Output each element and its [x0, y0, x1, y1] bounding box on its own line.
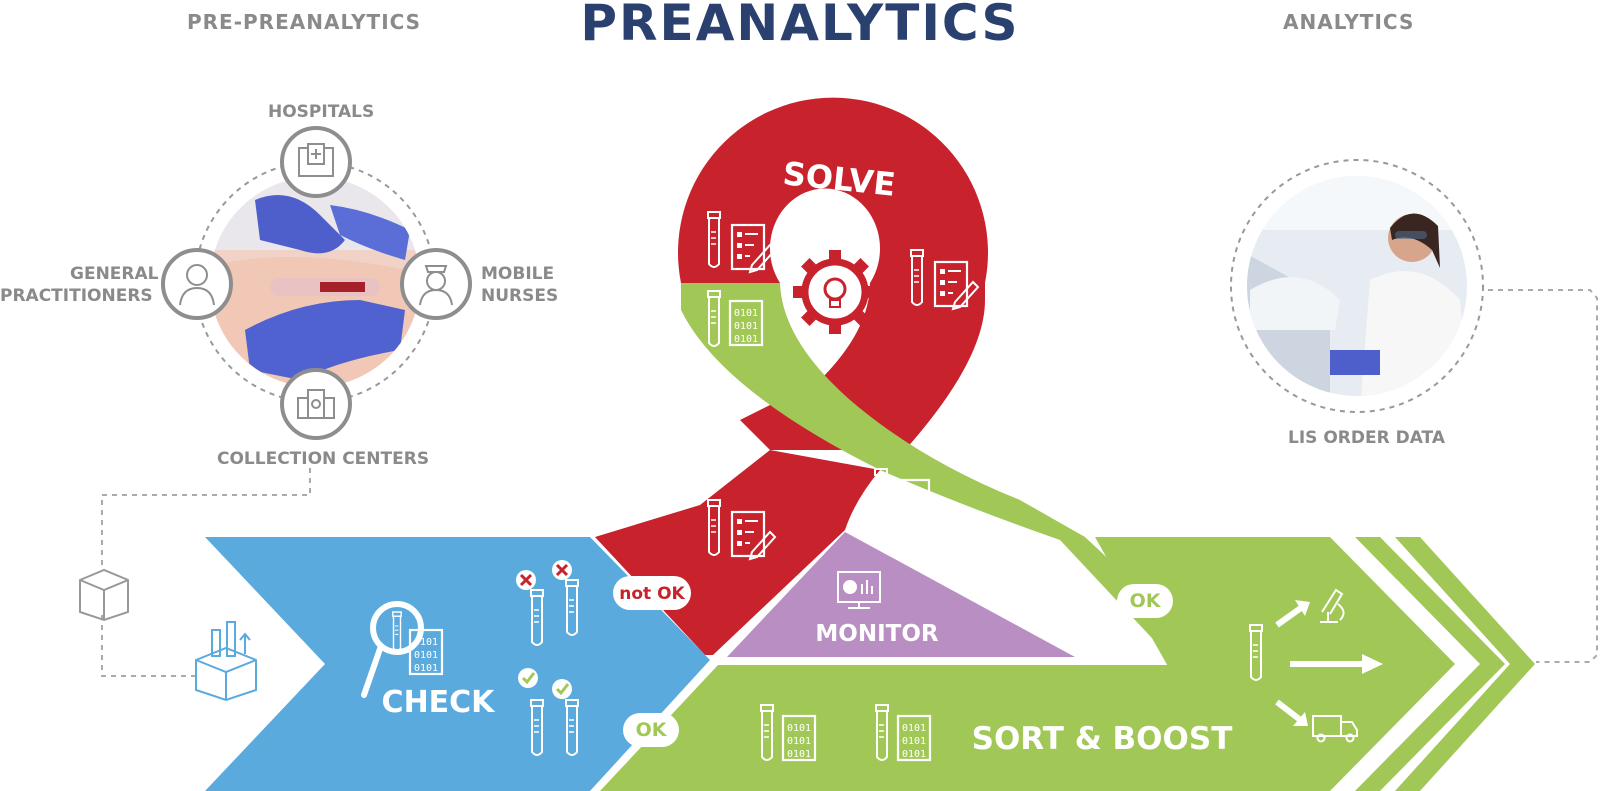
- mobile-nurses-label-2: NURSES: [481, 286, 559, 306]
- binary-text: 0101: [734, 334, 758, 345]
- ok-pill-right: [1117, 584, 1173, 618]
- lis-order-data-label: LIS ORDER DATA: [1288, 428, 1445, 448]
- not-ok-pill: [613, 576, 691, 610]
- accept-mark-icon: [518, 668, 572, 699]
- check-label: CHECK: [382, 685, 497, 720]
- collection-centers-label: COLLECTION CENTERS: [217, 449, 430, 469]
- truck-icon: [1312, 715, 1358, 743]
- binary-text: 0101: [414, 650, 438, 661]
- hospital-icon: [280, 126, 352, 198]
- connector-box-to-open-box: [101, 615, 195, 677]
- doctor-icon: [161, 248, 233, 320]
- monitor-chart-icon: [837, 571, 881, 609]
- sort-boost-band: [600, 537, 1455, 791]
- binary-text: 0101: [787, 749, 811, 760]
- binary-text: 0101: [901, 487, 925, 498]
- binary-text: 0101: [901, 513, 925, 524]
- mobile-nurses-label-1: MOBILE: [481, 264, 555, 284]
- arrow-icon: [1275, 600, 1383, 726]
- binary-text: 0101: [902, 736, 926, 747]
- binary-text: 0101: [902, 749, 926, 760]
- reject-mark-icon: [516, 560, 572, 590]
- page-title: PREANALYTICS: [580, 0, 1020, 52]
- binary-text: 0101: [901, 500, 925, 511]
- binary-text: 0101: [787, 736, 811, 747]
- general-practitioners-label-1: GENERAL: [70, 264, 159, 284]
- ok-label-bottom: OK: [636, 719, 668, 741]
- chevron-stripe-2: [1395, 537, 1535, 791]
- binary-text: 0101: [734, 308, 758, 319]
- magnifier-icon: [361, 601, 424, 698]
- ok-pill-bottom: [623, 713, 679, 747]
- check-chevron: [205, 537, 710, 791]
- solve-loop: [678, 97, 988, 451]
- binary-text: 0101: [414, 663, 438, 674]
- monitor-label: MONITOR: [815, 621, 938, 647]
- binary-text: 0101: [787, 723, 811, 734]
- connector-collection-to-box: [101, 468, 311, 566]
- general-practitioners-label-2: PRACTITIONERS: [0, 286, 153, 306]
- box-icon: [79, 568, 129, 622]
- hospitals-label: HOSPITALS: [268, 102, 375, 122]
- blood-draw-photo: [210, 177, 420, 387]
- binary-text: 0101: [734, 321, 758, 332]
- not-ok-label: not OK: [619, 584, 685, 604]
- monitor-triangle: [727, 532, 1075, 657]
- collection-center-icon: [280, 368, 352, 440]
- lab-photo: [1247, 176, 1467, 396]
- green-loop-band: [681, 283, 1225, 668]
- binary-text: 0101: [902, 723, 926, 734]
- header-pre-preanalytics: PRE-PREANALYTICS: [187, 10, 422, 34]
- lis-ring: [1230, 159, 1484, 413]
- header-analytics: ANALYTICS: [1283, 10, 1415, 34]
- tube-icon: [874, 468, 888, 525]
- open-box-tubes-icon: [195, 621, 257, 702]
- ok-label-right: OK: [1130, 590, 1162, 612]
- binary-text: 0101: [414, 637, 438, 648]
- microscope-icon: [1320, 588, 1345, 623]
- nurse-icon: [400, 248, 472, 320]
- gear-lightbulb-icon: [793, 250, 877, 334]
- sort-boost-label: SORT & BOOST: [972, 721, 1233, 757]
- connector-lis-to-flow: [1488, 289, 1598, 663]
